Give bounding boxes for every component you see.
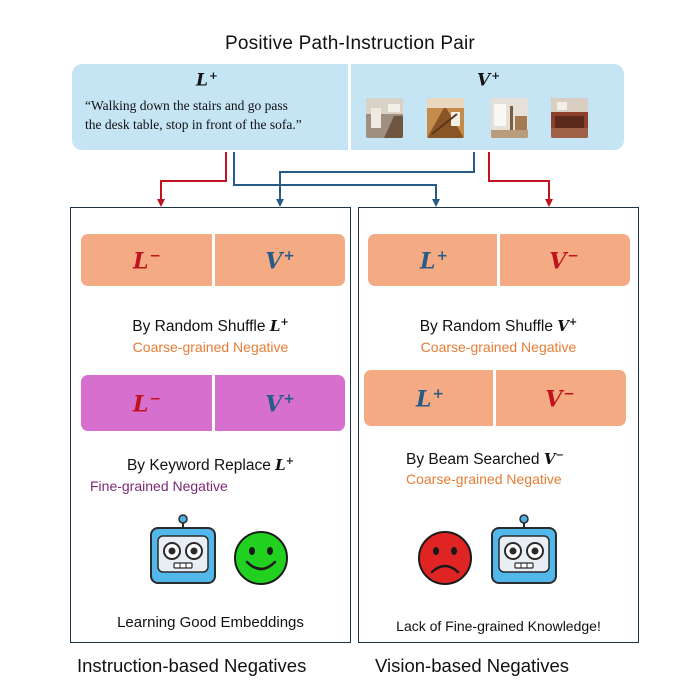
right-coarse-negative-label-1: Coarse-grained Negative xyxy=(420,339,577,355)
sad-face-icon xyxy=(417,530,473,591)
left-pill2-language-symbol: L− xyxy=(133,391,161,418)
arrow-language-to-left-negative xyxy=(157,152,227,207)
left-method1-text: By Random Shuffle L+ xyxy=(132,317,289,336)
right-method2-text: By Beam Searched V− xyxy=(406,450,564,469)
robot-icon xyxy=(489,514,559,591)
arrow-language-to-right-positive xyxy=(233,152,440,207)
vision-negatives-caption: Vision-based Negatives xyxy=(375,655,570,676)
right-footer-text: Lack of Fine-grained Knowledge! xyxy=(396,618,601,634)
instruction-text: “Walking down the stairs and go pass the… xyxy=(85,96,345,134)
vision-positive-label: V+ xyxy=(477,70,501,91)
scene-thumbnail-icon xyxy=(551,98,588,138)
left-footer-text: Learning Good Embeddings xyxy=(117,614,304,631)
left-pill2-vision-symbol: V+ xyxy=(265,391,295,418)
instruction-line-1: “Walking down the stairs and go pass xyxy=(85,98,288,113)
instruction-line-2: the desk table, stop in front of the sof… xyxy=(85,117,302,132)
scene-thumbnail-icon xyxy=(427,98,464,138)
diagram-title: Positive Path-Instruction Pair xyxy=(225,33,475,54)
positive-pair-divider xyxy=(348,64,351,150)
left-method2-text: By Keyword Replace L+ xyxy=(126,456,295,475)
arrow-vision-to-left-positive xyxy=(276,152,475,207)
right-pill1-language-symbol: L+ xyxy=(420,248,448,275)
right-pill1-divider xyxy=(497,234,500,286)
instruction-negatives-caption: Instruction-based Negatives xyxy=(77,655,307,676)
language-positive-label: L+ xyxy=(196,70,218,91)
right-pill2-language-symbol: L+ xyxy=(416,386,444,413)
right-pill2-vision-symbol: V− xyxy=(545,386,575,413)
arrow-vision-to-right-negative xyxy=(488,152,553,207)
right-pill2-divider xyxy=(493,370,496,426)
left-fine-pill-divider xyxy=(212,375,215,431)
right-pill1-vision-symbol: V− xyxy=(549,248,579,275)
right-coarse-negative-label-2: Coarse-grained Negative xyxy=(406,471,562,487)
left-coarse-pill-divider xyxy=(212,234,215,286)
left-pill1-vision-symbol: V+ xyxy=(265,248,295,275)
left-pill1-language-symbol: L− xyxy=(133,248,161,275)
happy-face-icon xyxy=(233,530,289,591)
scene-thumbnail-icon xyxy=(491,98,528,138)
scene-thumbnail-icon xyxy=(366,98,403,138)
left-fine-negative-label: Fine-grained Negative xyxy=(90,478,228,494)
right-method1-text: By Random Shuffle V+ xyxy=(419,317,578,336)
left-coarse-negative-label: Coarse-grained Negative xyxy=(132,339,289,355)
robot-icon xyxy=(148,514,218,591)
